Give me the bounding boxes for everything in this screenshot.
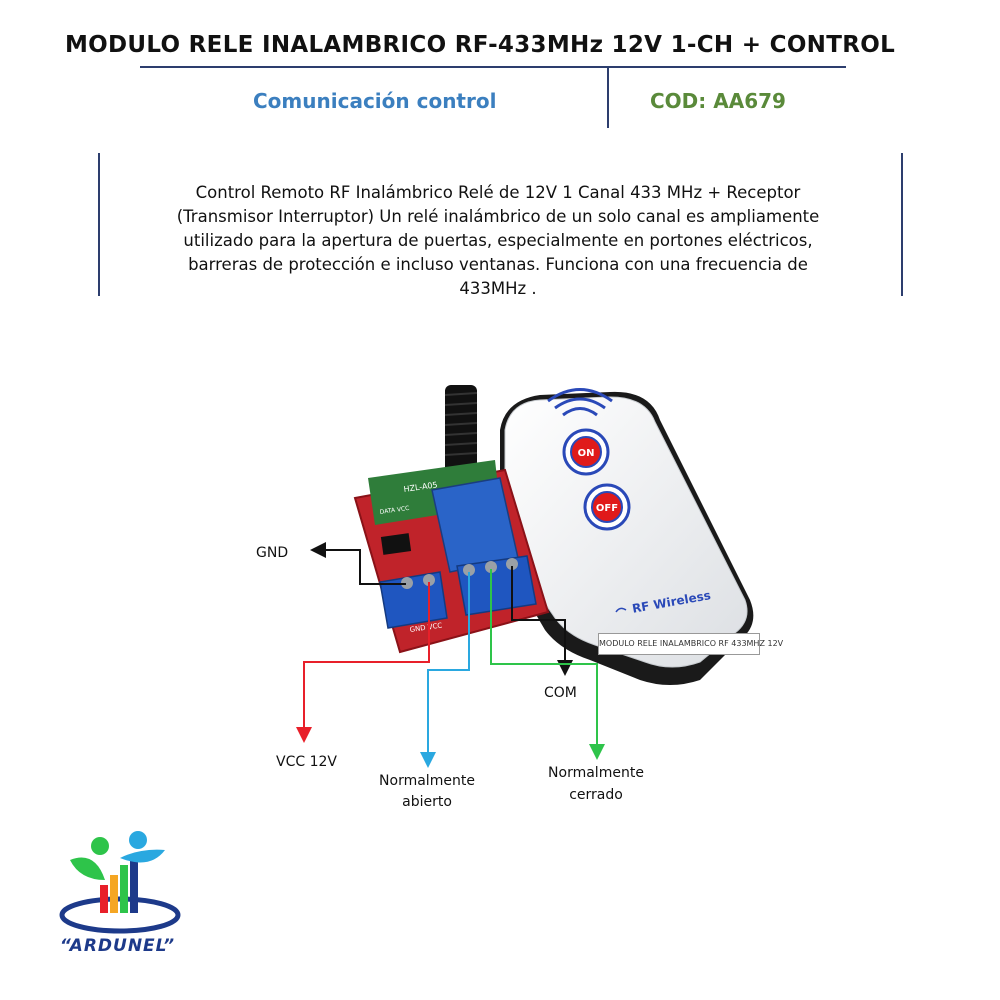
product-code: COD: AA679 xyxy=(650,89,786,113)
vcc-wire xyxy=(296,582,430,743)
relay-board: HZL-A05 DATA VCC GND VCC xyxy=(353,385,550,654)
description-line: 433MHz . xyxy=(459,279,537,298)
description-line: Control Remoto RF Inalámbrico Relé de 12… xyxy=(195,183,801,202)
remote-control: ON OFF RF Wireless xyxy=(500,388,754,685)
wires xyxy=(296,542,605,768)
no-label-line2: abierto xyxy=(402,794,452,810)
signal-waves-icon xyxy=(547,388,613,417)
product-description: Control Remoto RF Inalámbrico Relé de 12… xyxy=(140,181,856,301)
ardunel-logo-icon xyxy=(59,831,181,934)
logo-text: “ARDUNEL” xyxy=(59,936,176,956)
description-line: utilizado para la apertura de puertas, e… xyxy=(183,231,813,250)
off-button: OFF xyxy=(583,483,631,531)
vcc-label: VCC 12V xyxy=(276,754,337,770)
title-underline xyxy=(140,66,846,68)
on-button-label: ON xyxy=(578,448,595,459)
com-wire xyxy=(511,566,573,676)
nc-label-line1: Normalmente xyxy=(548,765,644,781)
nc-wire xyxy=(490,569,605,760)
wireless-icon xyxy=(615,607,627,613)
header-divider xyxy=(607,68,609,128)
antenna-coil xyxy=(445,385,477,475)
terminal-block-power xyxy=(379,571,448,629)
gnd-label: GND xyxy=(256,545,288,561)
description-line: barreras de protección e incluso ventana… xyxy=(188,255,808,274)
on-button: ON xyxy=(562,428,610,476)
page-title: MODULO RELE INALAMBRICO RF-433MHz 12V 1-… xyxy=(64,32,896,58)
product-sticker: MODULO RELE INALAMBRICO RF 433MHZ 12V xyxy=(598,633,783,655)
no-wire xyxy=(420,572,470,768)
com-label: COM xyxy=(544,685,577,701)
description-frame xyxy=(98,153,903,296)
module-pins-label: DATA VCC xyxy=(379,505,410,516)
ic-chip xyxy=(380,533,412,555)
terminal-block-relay xyxy=(456,555,537,616)
description-line: (Transmisor Interruptor) Un relé inalámb… xyxy=(176,207,820,226)
section-label: Comunicación control xyxy=(253,89,497,113)
no-label-line1: Normalmente xyxy=(379,773,475,789)
gnd-wire xyxy=(310,542,406,585)
off-button-label: OFF xyxy=(596,503,618,514)
nc-label-line2: cerrado xyxy=(569,787,623,803)
